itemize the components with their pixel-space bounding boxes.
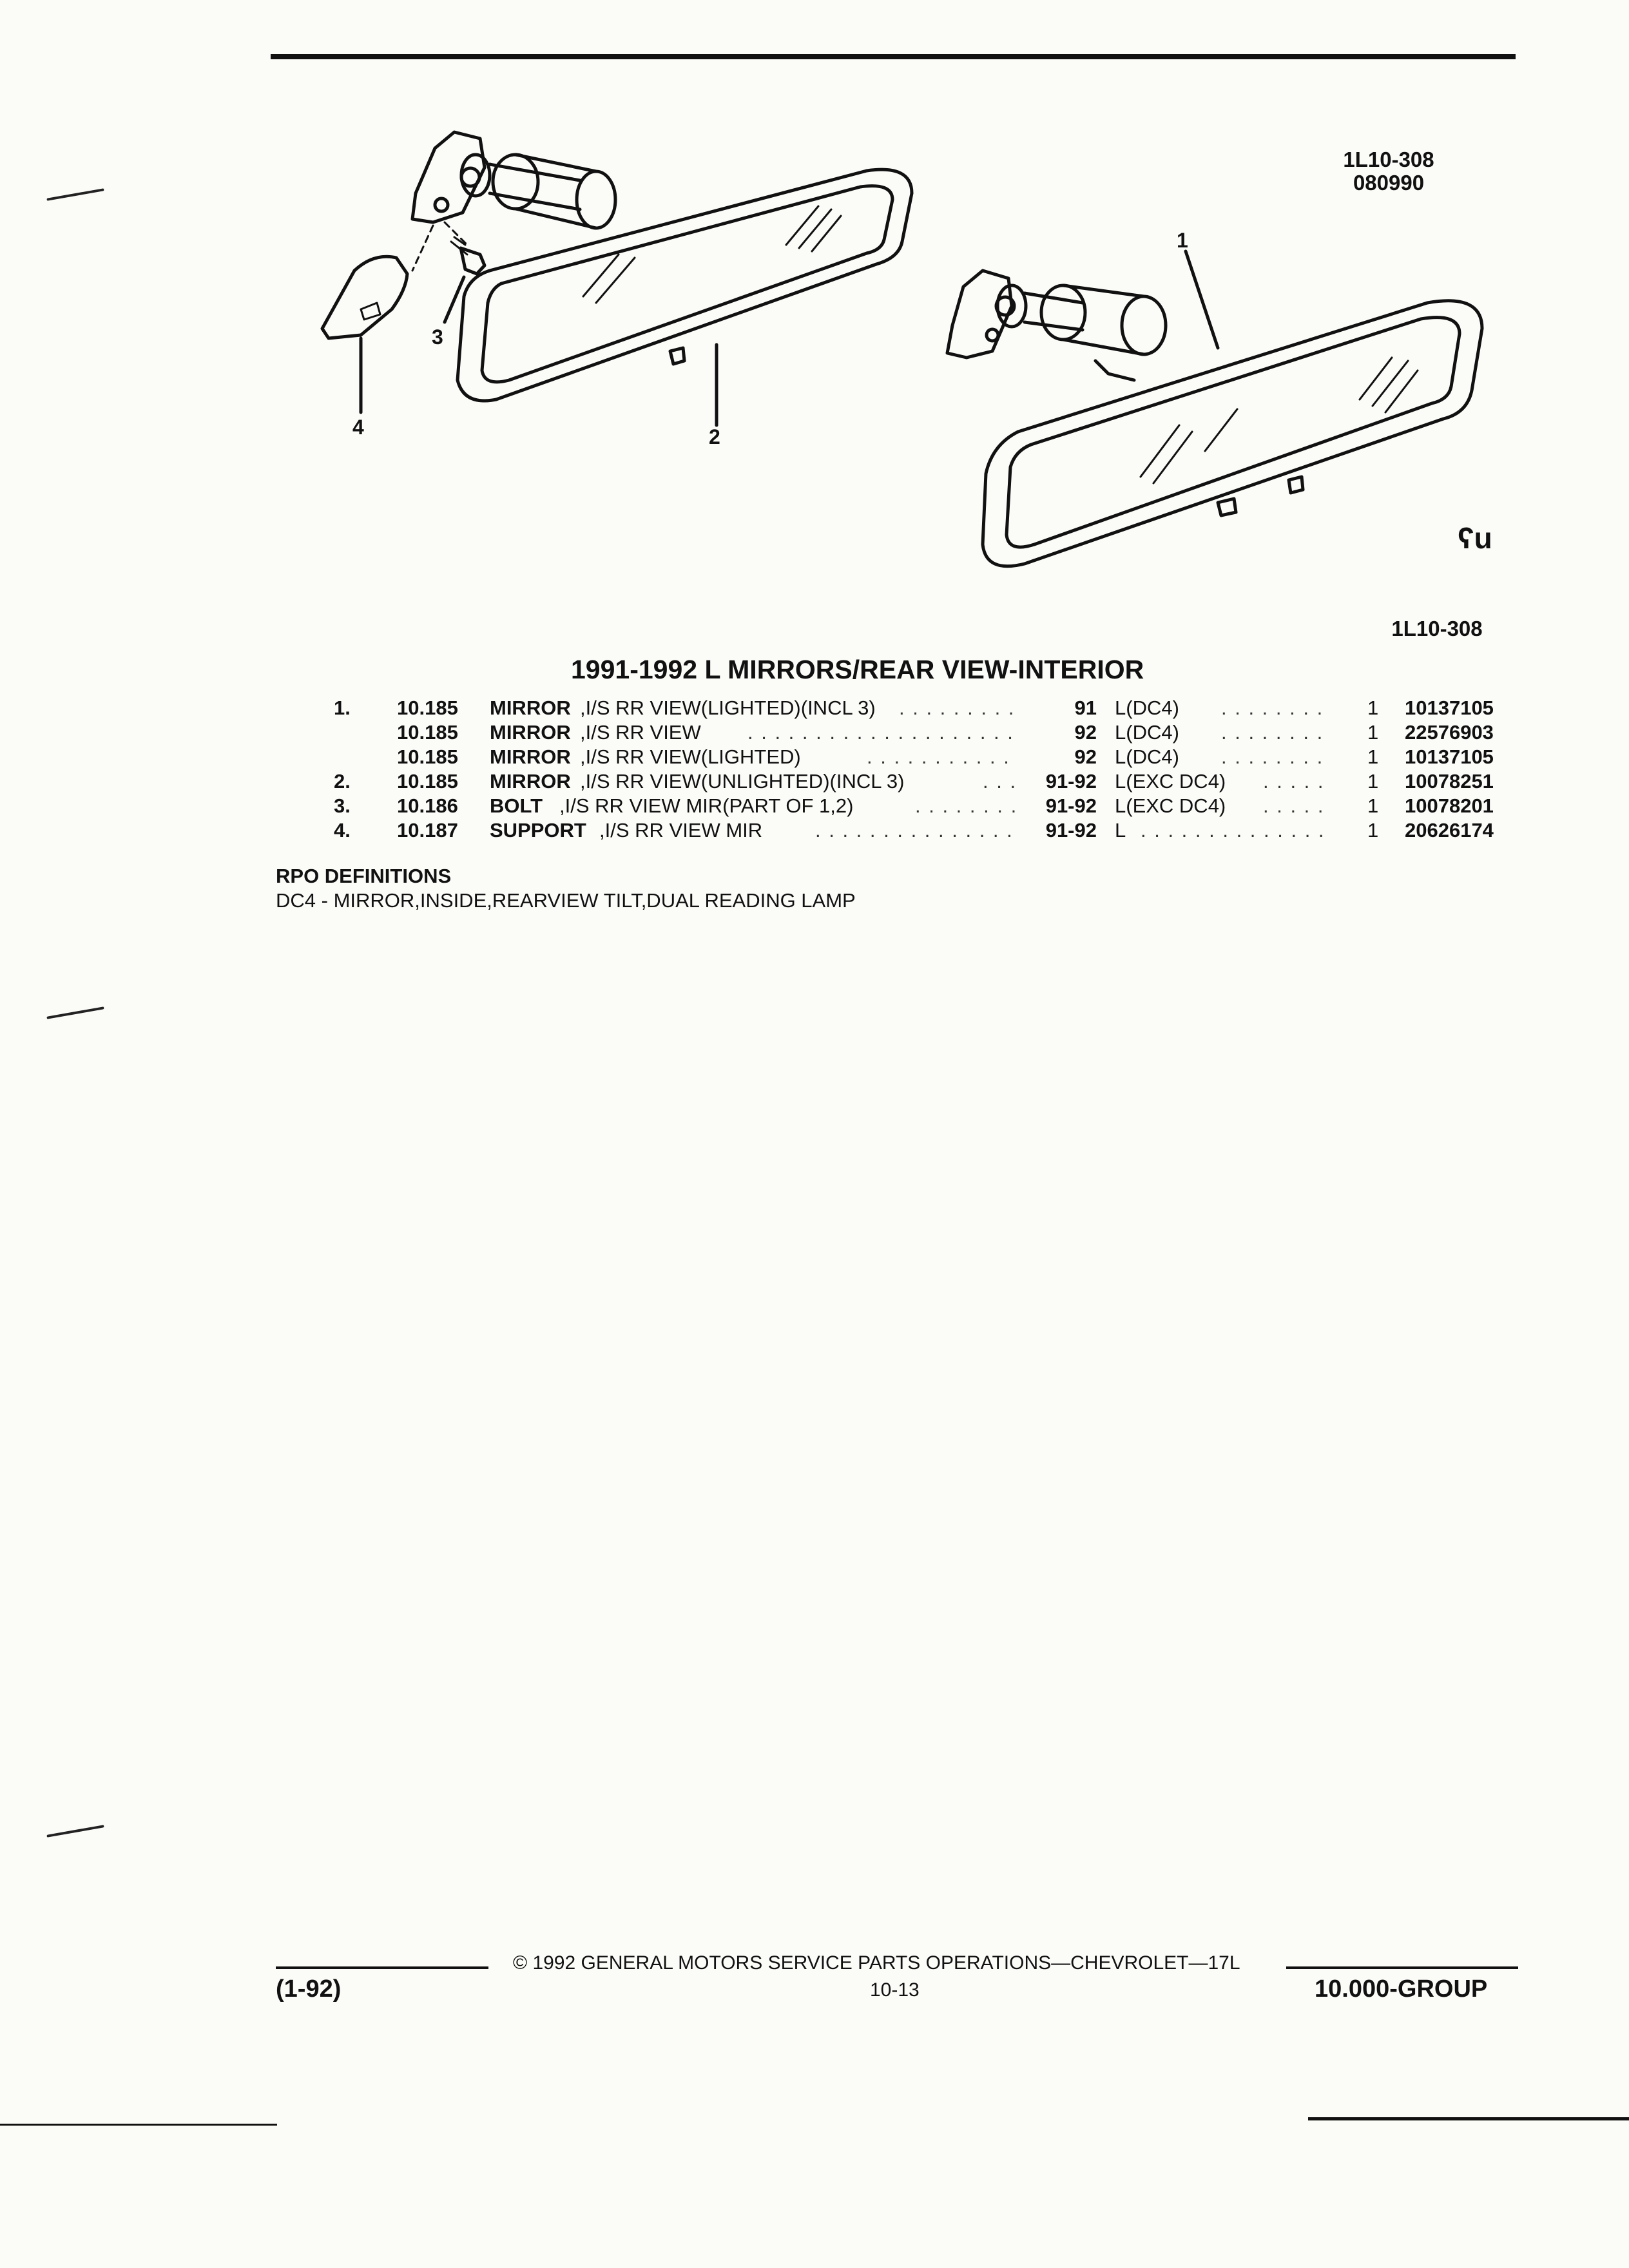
quantity: 1 bbox=[1367, 819, 1379, 841]
part-number: 10137105 bbox=[1405, 697, 1494, 719]
part-name: BOLT bbox=[490, 794, 543, 817]
callout-3: 3 bbox=[432, 325, 443, 349]
part-name: MIRROR bbox=[490, 721, 571, 744]
usage: L(EXC DC4) bbox=[1115, 770, 1226, 793]
leader-dots bbox=[1141, 818, 1327, 843]
usage: L(DC4) bbox=[1115, 745, 1179, 768]
part-name: MIRROR bbox=[490, 697, 571, 719]
usage: L bbox=[1115, 819, 1126, 841]
model-years: 91-92 bbox=[1045, 819, 1097, 841]
group-number: 10.185 bbox=[397, 770, 458, 793]
part-number: 22576903 bbox=[1405, 721, 1494, 744]
usage: L(EXC DC4) bbox=[1115, 794, 1226, 817]
rpo-heading: RPO DEFINITIONS bbox=[276, 865, 452, 887]
cu-logo-icon: ʕu bbox=[1458, 521, 1492, 555]
footer-page-number: 10-13 bbox=[870, 1979, 920, 2001]
part-name: MIRROR bbox=[490, 770, 571, 793]
footer-rule-right bbox=[1286, 1966, 1518, 1969]
footer-rule-left bbox=[276, 1966, 488, 1969]
group-number: 10.185 bbox=[397, 721, 458, 744]
model-years: 91-92 bbox=[1045, 794, 1097, 817]
table-row: 1. 10.185 MIRROR ,I/S RR VIEW(LIGHTED)(I… bbox=[0, 696, 1629, 720]
item-number: 2. bbox=[334, 770, 351, 793]
model-years: 92 bbox=[1074, 721, 1097, 744]
part-number: 10078201 bbox=[1405, 794, 1494, 817]
leader-dots bbox=[899, 696, 1015, 720]
footer-revision: (1-92) bbox=[276, 1975, 342, 2003]
usage: L(DC4) bbox=[1115, 721, 1179, 744]
scan-edge-left bbox=[0, 2124, 277, 2126]
quantity: 1 bbox=[1367, 770, 1379, 793]
part-description: ,I/S RR VIEW MIR bbox=[599, 819, 763, 841]
part-description: ,I/S RR VIEW(LIGHTED) bbox=[580, 745, 801, 768]
callout-1: 1 bbox=[1177, 229, 1188, 252]
part-description: ,I/S RR VIEW(UNLIGHTED)(INCL 3) bbox=[580, 770, 905, 793]
leader-dots bbox=[1263, 794, 1327, 818]
mirror-exploded-view-illustration bbox=[320, 130, 1484, 568]
item-number: 3. bbox=[334, 794, 351, 817]
illustration-code: 1L10-308 bbox=[1343, 148, 1434, 171]
table-row: 10.185 MIRROR ,I/S RR VIEW(LIGHTED) 92 L… bbox=[0, 745, 1629, 769]
table-row: 4. 10.187 SUPPORT ,I/S RR VIEW MIR 91-92… bbox=[0, 818, 1629, 843]
part-name: SUPPORT bbox=[490, 819, 586, 841]
part-description: ,I/S RR VIEW MIR(PART OF 1,2) bbox=[559, 794, 854, 817]
group-number: 10.185 bbox=[397, 697, 458, 719]
model-years: 92 bbox=[1074, 745, 1097, 768]
part-description: ,I/S RR VIEW bbox=[580, 721, 701, 744]
quantity: 1 bbox=[1367, 745, 1379, 768]
footer-copyright: © 1992 GENERAL MOTORS SERVICE PARTS OPER… bbox=[513, 1952, 1240, 1974]
top-rule bbox=[271, 54, 1516, 59]
caption-code: 1L10-308 bbox=[1391, 617, 1483, 640]
footer-group: 10.000-GROUP bbox=[1315, 1975, 1488, 2003]
model-years: 91 bbox=[1074, 697, 1097, 719]
leader-dots bbox=[1263, 769, 1327, 794]
margin-mark bbox=[46, 1006, 104, 1019]
quantity: 1 bbox=[1367, 794, 1379, 817]
callout-4: 4 bbox=[352, 416, 364, 439]
callout-2: 2 bbox=[709, 425, 720, 448]
illustration-date: 080990 bbox=[1353, 171, 1425, 195]
quantity: 1 bbox=[1367, 697, 1379, 719]
part-description: ,I/S RR VIEW(LIGHTED)(INCL 3) bbox=[580, 697, 876, 719]
part-name: MIRROR bbox=[490, 745, 571, 768]
part-number: 10137105 bbox=[1405, 745, 1494, 768]
leader-dots bbox=[983, 769, 1018, 794]
item-number: 4. bbox=[334, 819, 351, 841]
model-years: 91-92 bbox=[1045, 770, 1097, 793]
leader-dots bbox=[867, 745, 1015, 769]
table-row: 3. 10.186 BOLT ,I/S RR VIEW MIR(PART OF … bbox=[0, 794, 1629, 818]
leader-dots bbox=[1221, 720, 1327, 745]
leader-dots bbox=[1221, 745, 1327, 769]
rpo-definition: DC4 - MIRROR,INSIDE,REARVIEW TILT,DUAL R… bbox=[276, 889, 856, 912]
leader-dots bbox=[747, 720, 1015, 745]
section-title: 1991-1992 L MIRRORS/REAR VIEW-INTERIOR bbox=[571, 655, 1144, 684]
leader-dots bbox=[815, 818, 1018, 843]
group-number: 10.185 bbox=[397, 745, 458, 768]
item-number: 1. bbox=[334, 697, 351, 719]
leader-dots bbox=[1221, 696, 1327, 720]
usage: L(DC4) bbox=[1115, 697, 1179, 719]
part-number: 20626174 bbox=[1405, 819, 1494, 841]
part-number: 10078251 bbox=[1405, 770, 1494, 793]
table-row: 2. 10.185 MIRROR ,I/S RR VIEW(UNLIGHTED)… bbox=[0, 769, 1629, 794]
leader-dots bbox=[915, 794, 1018, 818]
margin-mark bbox=[46, 1825, 104, 1838]
group-number: 10.186 bbox=[397, 794, 458, 817]
scan-edge-right bbox=[1308, 2117, 1629, 2120]
table-row: 10.185 MIRROR ,I/S RR VIEW 92 L(DC4) 1 2… bbox=[0, 720, 1629, 745]
group-number: 10.187 bbox=[397, 819, 458, 841]
quantity: 1 bbox=[1367, 721, 1379, 744]
